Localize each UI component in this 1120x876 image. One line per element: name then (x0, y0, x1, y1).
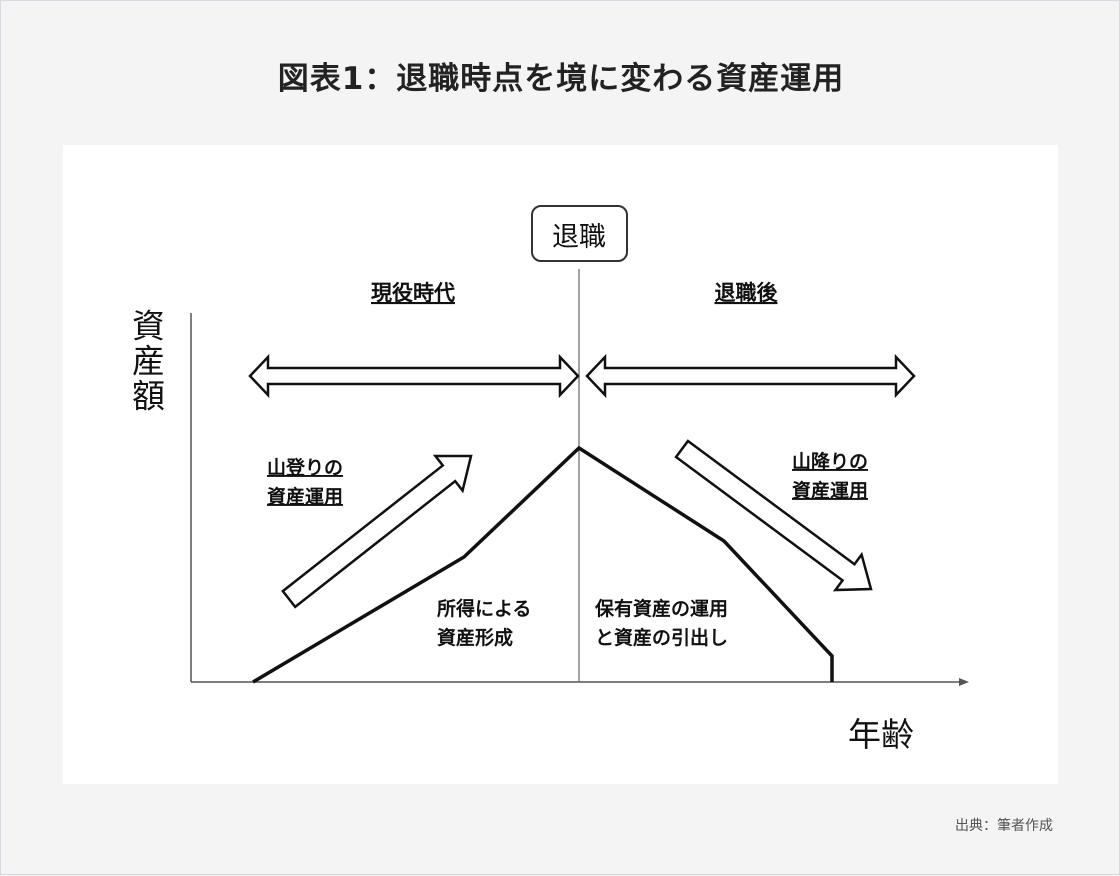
current-period-double-arrow (248, 353, 580, 399)
climb-up-arrow (281, 454, 473, 609)
retirement-label: 退職 (552, 222, 606, 253)
figure-title: 図表1：退職時点を境に変わる資産運用 (277, 61, 845, 97)
left-area-label-line2: 資産形成 (437, 626, 513, 649)
period-right-label: 退職後 (715, 281, 779, 305)
descend-arrow (674, 439, 873, 592)
right-area-label-line2: と資産の引出し (595, 626, 728, 649)
source-note: 出典：筆者作成 (955, 818, 1053, 834)
retirement-period-double-arrow (585, 353, 916, 399)
asset-curve (252, 445, 834, 684)
right-arrow-label-line1: 山降りの (792, 450, 868, 473)
x-axis-label: 年齢 (848, 715, 914, 754)
retirement-box (531, 205, 628, 262)
left-arrow-label-line1: 山登りの (267, 456, 343, 479)
left-area-label-line1: 所得による (437, 597, 531, 620)
x-axis-arrowhead (959, 678, 969, 686)
right-area-label-line1: 保有資産の運用 (594, 597, 728, 620)
period-left-label: 現役時代 (371, 281, 455, 305)
y-axis-label: 資産額 (127, 309, 166, 414)
right-arrow-label-line2: 資産運用 (792, 479, 868, 502)
left-arrow-label-line2: 資産運用 (267, 485, 343, 508)
